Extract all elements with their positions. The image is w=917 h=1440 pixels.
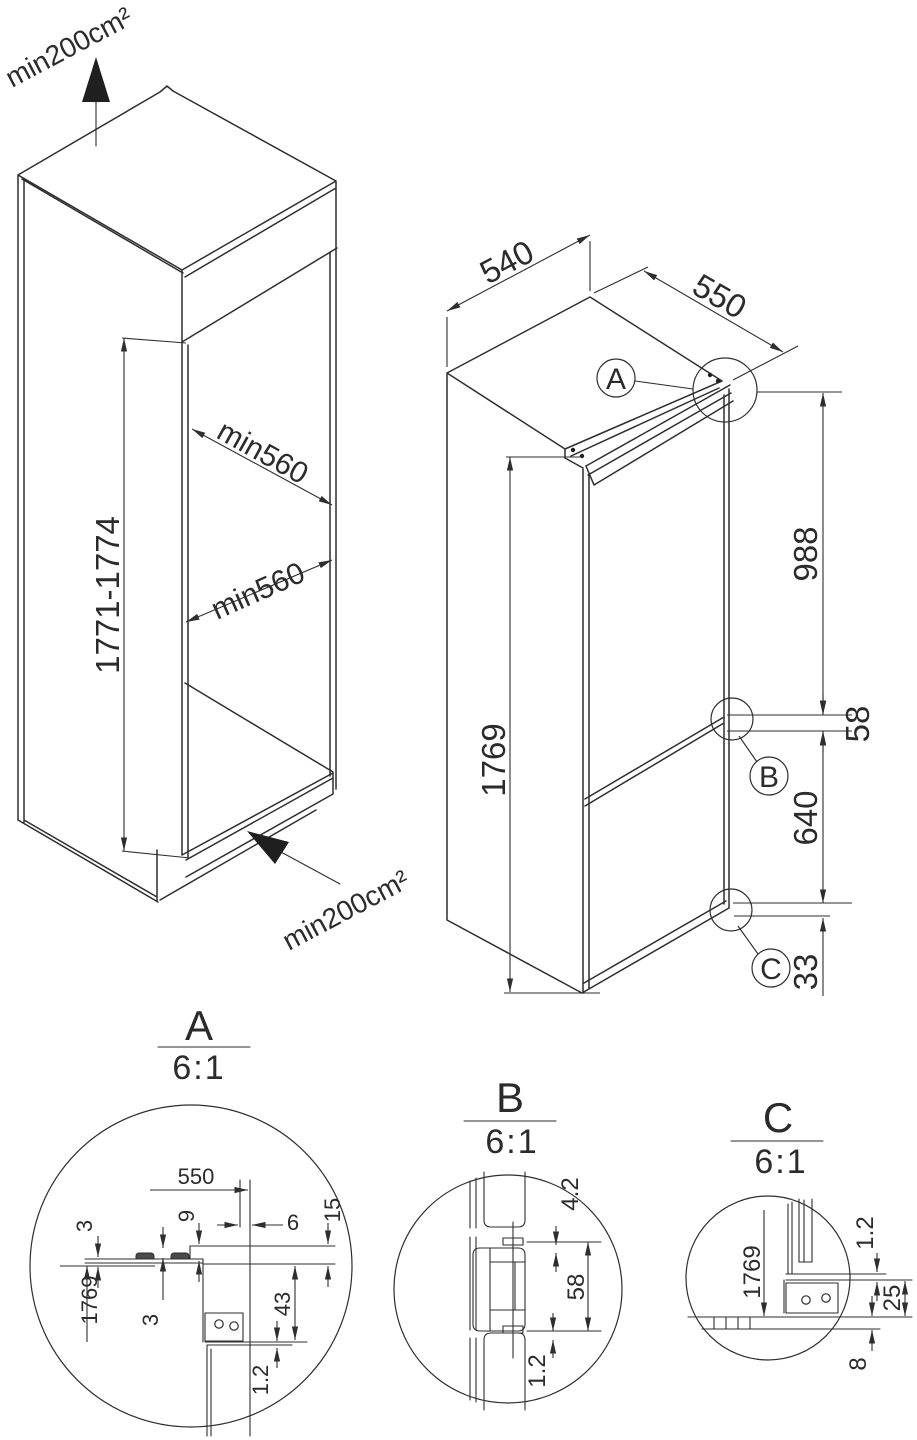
callout-c-bubble: [751, 948, 791, 988]
detail-c-marker-circle: [709, 888, 753, 932]
vent-arrow-bottom-icon: [247, 831, 289, 864]
rail-clip: [170, 1252, 190, 1260]
callout-b-leader: [738, 735, 758, 763]
callout-c-leader: [737, 925, 759, 955]
height-extensions: [504, 456, 600, 994]
appliance-isometric-view: A B C 540 550 1769 988 58 640 33: [446, 233, 876, 996]
niche-height-extensions: [121, 337, 191, 859]
detail-c-section: [687, 1198, 913, 1330]
vent-arrow-top-icon: [82, 57, 110, 102]
height-dimension: 1769: [475, 723, 512, 796]
detail-a-marker-circle: [692, 357, 758, 423]
callout-b-bubble: [749, 756, 789, 796]
bracket-hole: [821, 1293, 831, 1303]
callout-a-leader: [634, 380, 694, 390]
callout-a-bubble: [596, 358, 636, 398]
detail-c-view: C 6:1 1769 1.2 25 8: [685, 1094, 913, 1371]
hinge-hole: [229, 1321, 239, 1331]
detail-c-circle: [685, 1195, 851, 1361]
detail-a-circle: [29, 1104, 353, 1428]
niche-depth-floor-dimline: [185, 559, 333, 623]
upper-door-dimension: 988: [787, 526, 824, 581]
detail-a-height: 1769: [77, 1276, 102, 1325]
callout-c-label: C: [760, 953, 782, 986]
niche-depth-wall-dimline: [191, 428, 333, 506]
detail-b-scale: 6:1: [485, 1123, 538, 1161]
depth-dimline: [446, 234, 591, 312]
detail-c-door-gap: 1.2: [852, 1216, 879, 1249]
detail-a-side-clearance: 3: [138, 1314, 163, 1326]
callout-b-label: B: [759, 761, 779, 794]
width-extensions: [593, 266, 799, 381]
niche-depth-wall-dimension: min560: [212, 414, 314, 491]
detail-a-scale: 6:1: [172, 1049, 225, 1087]
rail-screw-dot: [715, 378, 721, 384]
detail-c-height: 1769: [739, 1245, 766, 1298]
detail-a-front-gap: 6: [287, 1210, 299, 1235]
rail-screw-dot: [579, 453, 585, 459]
niche-isometric-view: min200cm² min200cm² 1771-1774 min560 min…: [0, 1, 414, 956]
bottom-offset-dimension: 33: [787, 954, 824, 991]
depth-dimension: 540: [474, 233, 540, 292]
detail-a-hinge-drop: 43: [270, 1292, 295, 1316]
appliance-outline: [446, 296, 734, 994]
detail-b-circle: [393, 1174, 623, 1404]
detail-b-view: B 6:1 4.2 58 1.2: [393, 1074, 623, 1411]
detail-b-marker-circle: [710, 697, 754, 741]
rail-clip: [135, 1252, 155, 1260]
width-dimension: 550: [687, 266, 753, 326]
niche-height-dimension: 1771-1774: [89, 516, 126, 674]
detail-b-top-gap: 4.2: [557, 1177, 584, 1210]
detail-c-scale: 6:1: [754, 1143, 807, 1181]
width-dimline: [643, 270, 784, 353]
niche-outline: [17, 85, 338, 903]
niche-depth-floor-dimension: min560: [206, 556, 309, 626]
detail-a-door-gap: 1.2: [248, 1365, 273, 1396]
hinge-hole: [214, 1319, 224, 1329]
depth-extensions: [446, 241, 591, 367]
door-gap-dimension: 58: [839, 706, 876, 743]
vent-top-label: min200cm²: [0, 1, 137, 93]
detail-a-view: A 6:1 550 3 9 6 15 1769 3 43 1: [29, 1002, 353, 1437]
callout-a-label: A: [606, 363, 626, 396]
detail-c-floor-thickness: 8: [845, 1357, 872, 1370]
detail-a-title: A: [185, 1002, 213, 1049]
lower-door-dimension: 640: [787, 790, 824, 845]
detail-b-title: B: [496, 1074, 524, 1121]
detail-b-bottom-gap: 1.2: [524, 1354, 551, 1387]
detail-a-rail-height: 15: [320, 1198, 345, 1222]
rail-screw-dot: [707, 372, 713, 378]
detail-a-top-clearance: 3: [72, 1220, 97, 1232]
right-dim-extensions: [727, 391, 852, 917]
vent-bottom-label: min200cm²: [277, 864, 414, 956]
rail-screw-dot: [570, 447, 576, 453]
detail-a-width-dimension: 550: [178, 1164, 215, 1189]
vent-arrow-bottom-line: [280, 851, 341, 885]
bracket-hole: [801, 1295, 811, 1305]
detail-b-section: [469, 1171, 602, 1411]
detail-a-rail-offset: 9: [174, 1210, 199, 1222]
detail-b-hinge-span: 58: [563, 1274, 590, 1301]
detail-c-bottom-clearance: 25: [879, 1285, 906, 1312]
detail-c-title: C: [763, 1094, 793, 1141]
